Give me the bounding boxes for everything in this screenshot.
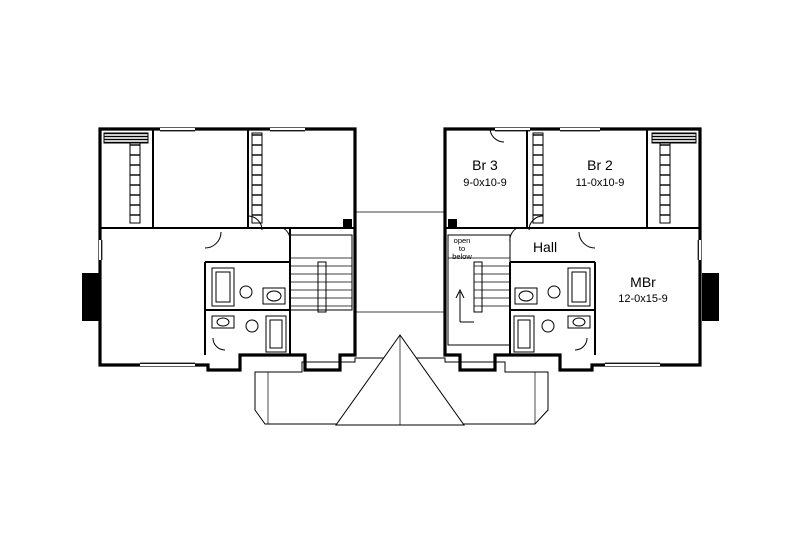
- br3-dims: 9-0x10-9: [463, 177, 506, 189]
- chimney-left: [82, 273, 99, 321]
- br2-name: Br 2: [587, 157, 613, 173]
- roof-below: [254, 211, 549, 426]
- chimney-right: [702, 273, 719, 321]
- mbr-dims: 12-0x15-9: [618, 293, 668, 305]
- br3-name: Br 3: [472, 157, 498, 173]
- open-to-below-line1: open: [454, 236, 471, 245]
- hall-label: Hall: [533, 239, 557, 255]
- open-to-below-line3: below: [452, 252, 472, 261]
- right-unit: [443, 127, 702, 372]
- open-to-below-line2: to: [459, 244, 465, 253]
- br2-dims: 11-0x10-9: [576, 177, 625, 189]
- left-unit: [98, 127, 357, 372]
- mbr-name: MBr: [630, 274, 656, 290]
